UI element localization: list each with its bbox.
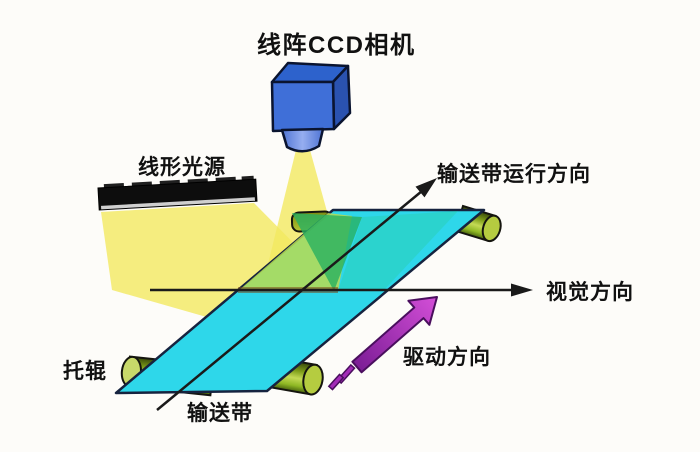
belt-run-direction-arrow [156,178,437,411]
vision-direction-arrowhead [511,283,533,297]
lit-area-faint-green [338,211,458,291]
conveyor-belt-surface [114,208,486,395]
label-belt-run-direction: 输送带运行方向 [437,162,591,186]
belt-run-direction-line [156,190,423,411]
camera-lens [280,127,325,153]
drive-arrow-dash-2 [327,373,345,391]
label-camera-title: 线阵CCD相机 [257,31,416,59]
drive-arrow-body [351,296,438,374]
light-bar-emitting-strip [101,197,255,210]
belt-run-direction-arrowhead [415,178,437,198]
linear-light-source [97,175,258,211]
label-conveyor-belt: 输送带 [187,401,253,425]
vision-direction-arrow [150,283,533,297]
label-light-source: 线形光源 [138,155,226,179]
label-idler-roller: 托辊 [63,359,107,383]
drive-direction-arrow [327,296,438,391]
label-drive-direction: 驱动方向 [403,345,491,369]
lit-area-dark-green [292,213,362,291]
label-vision-direction: 视觉方向 [546,280,634,304]
labels: 线阵CCD相机 线形光源 输送带运行方向 视觉方向 驱动方向 托辊 输送带 [63,31,634,425]
ccd-camera [270,61,352,153]
camera-front-face [270,80,336,133]
